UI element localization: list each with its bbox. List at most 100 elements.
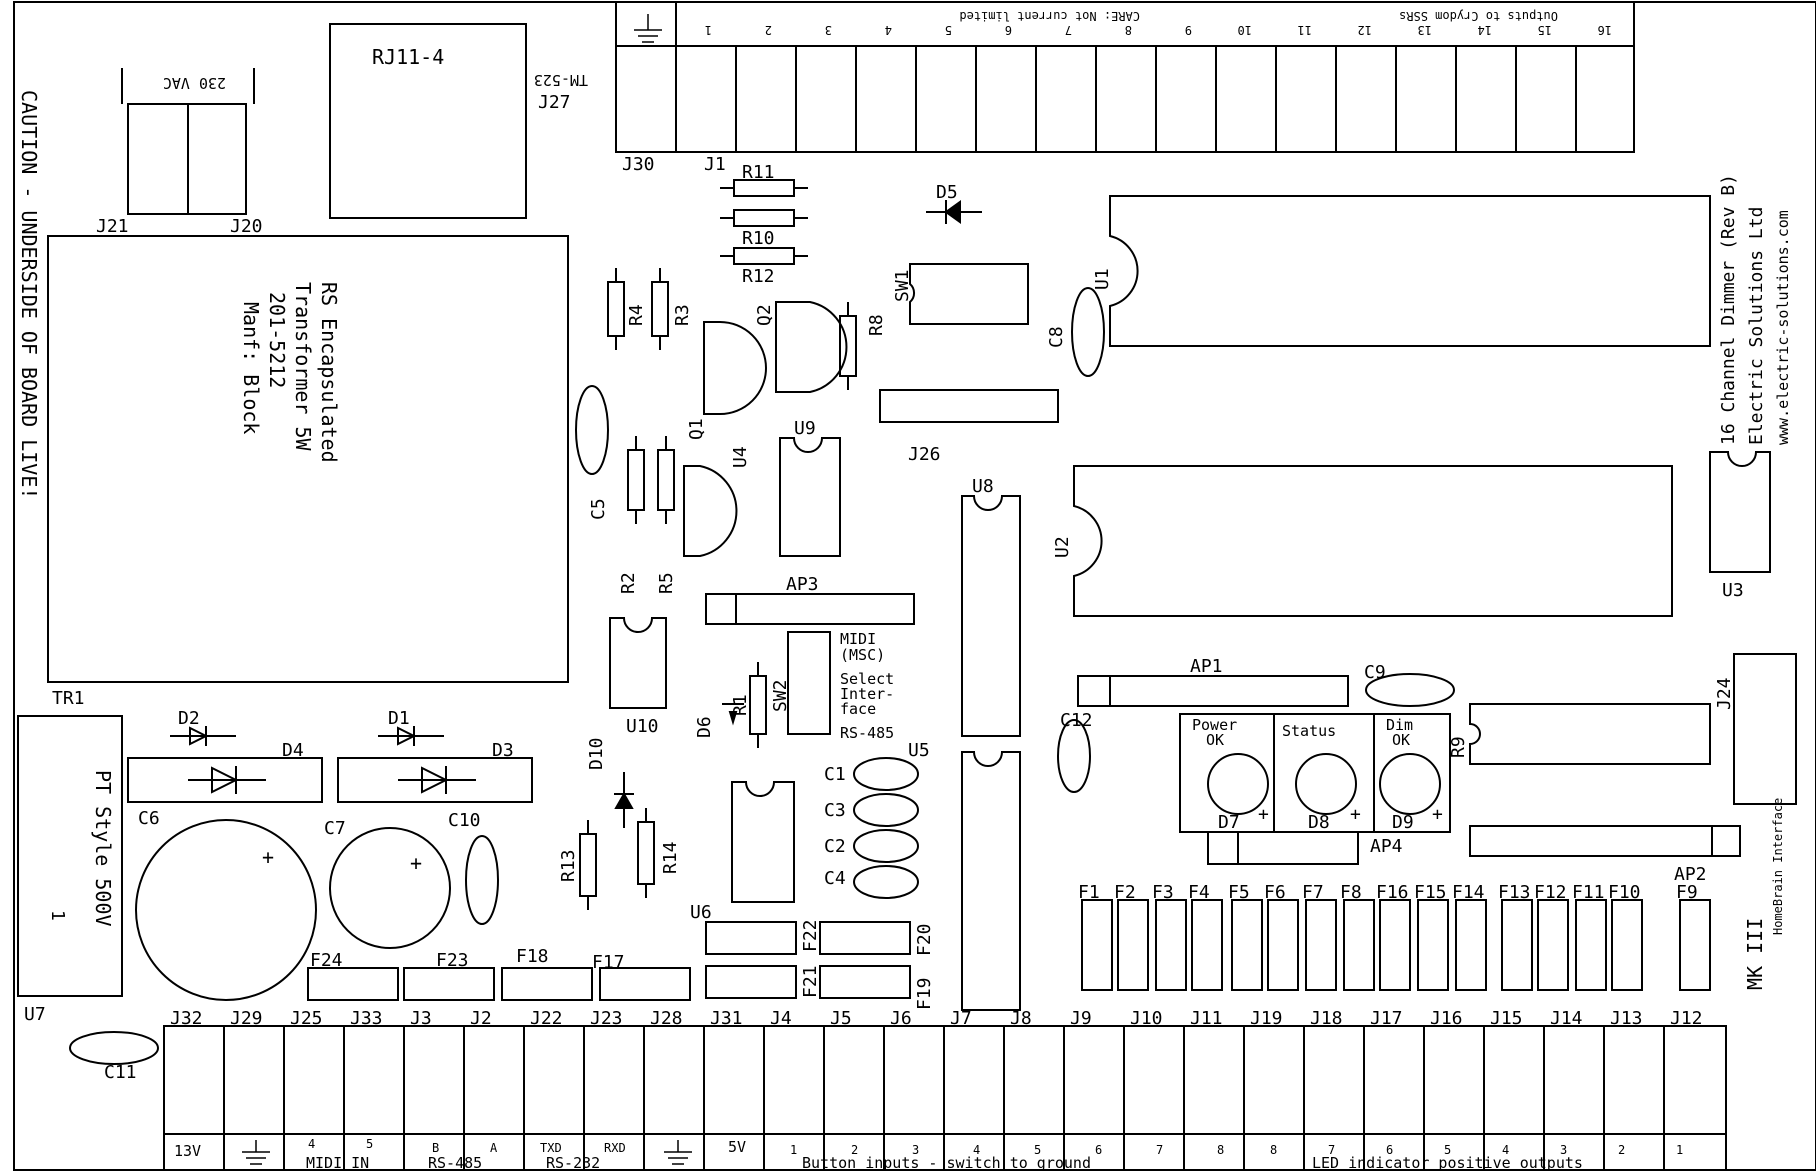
d10-label: D10 [586, 737, 607, 770]
output-number-5: 5 [945, 23, 952, 37]
board-title: 16 Channel Dimmer (Rev B) [1718, 174, 1739, 445]
f24-label: F24 [310, 950, 343, 971]
c10-capacitor [465, 835, 499, 925]
button-pin-4: 4 [973, 1143, 980, 1157]
output-number-2: 2 [765, 23, 772, 37]
rxd-label: RXD [604, 1141, 626, 1155]
u3-ic [1709, 451, 1771, 573]
jack-label-j25: J25 [290, 1008, 323, 1029]
led-pin-3: 3 [1560, 1143, 1567, 1157]
u1-ic [1109, 195, 1711, 347]
transformer-line2: Transformer 5W [291, 282, 315, 452]
output-number-6: 6 [1005, 23, 1012, 37]
led-outputs-label: LED indicator positive outputs [1312, 1154, 1583, 1172]
ap4-array [1207, 831, 1359, 865]
v5-label: 5V [728, 1138, 746, 1156]
c2-label: C2 [824, 836, 846, 857]
rs485-bottom-label: RS-485 [428, 1154, 482, 1172]
jack-label-j33: J33 [350, 1008, 383, 1029]
c8-capacitor [1071, 287, 1105, 377]
c4-label: C4 [824, 868, 846, 889]
mk-label: MK III [1743, 918, 1767, 990]
u10-ic [609, 617, 667, 709]
q2-label: Q2 [754, 304, 775, 326]
led-pin-2: 2 [1618, 1143, 1625, 1157]
q1-label: Q1 [686, 418, 707, 440]
j1-label: J1 [704, 154, 726, 175]
f10-label: F10 [1608, 882, 1641, 903]
rs485-select-label: RS-485 [840, 724, 894, 742]
jack-label-j8: J8 [1010, 1008, 1032, 1029]
f10-fuse [1611, 899, 1643, 991]
output-number-12: 12 [1358, 23, 1372, 37]
face-label: face [840, 700, 876, 718]
f16-fuse [1379, 899, 1411, 991]
j30-label: J30 [622, 154, 655, 175]
j24-label: J24 [1714, 677, 1735, 710]
button-pin-8: 8 [1217, 1143, 1224, 1157]
d6-label: D6 [694, 716, 715, 738]
u6-label: U6 [690, 902, 712, 923]
f4-label: F4 [1188, 882, 1210, 903]
output-number-13: 13 [1418, 23, 1432, 37]
d9-plus: + [1432, 804, 1443, 825]
f12-label: F12 [1534, 882, 1567, 903]
r2-label: R2 [618, 572, 639, 594]
f5-label: F5 [1228, 882, 1250, 903]
jack-label-j4: J4 [770, 1008, 792, 1029]
output-number-7: 7 [1065, 23, 1072, 37]
midi-pin5: 5 [366, 1137, 373, 1151]
f21-label: F21 [800, 965, 821, 998]
led-pin-8: 8 [1270, 1143, 1277, 1157]
ap3-label: AP3 [786, 574, 819, 595]
midi-in-label: MIDI IN [306, 1154, 369, 1172]
c12-capacitor [1057, 719, 1091, 793]
j26-header [879, 389, 1059, 423]
power-label: Power [1192, 716, 1237, 734]
r3-label: R3 [672, 304, 693, 326]
r12-label: R12 [742, 266, 775, 287]
jack-label-j11: J11 [1190, 1008, 1223, 1029]
sw2-switch [787, 631, 831, 735]
c9-label: C9 [1364, 662, 1386, 683]
f3-label: F3 [1152, 882, 1174, 903]
u4-regulator [683, 465, 738, 557]
d7-label: D7 [1218, 812, 1240, 833]
d3-label: D3 [492, 740, 514, 761]
f20-fuse [819, 921, 911, 955]
rs232-label: RS-232 [546, 1154, 600, 1172]
company-url: www.electric-solutions.com [1774, 210, 1792, 445]
f24-fuse [307, 967, 399, 1001]
care-note: CARE: Not current limited [959, 9, 1140, 23]
f1-label: F1 [1078, 882, 1100, 903]
rj11-connector [329, 23, 527, 219]
output-number-16: 16 [1598, 23, 1612, 37]
jack-label-j14: J14 [1550, 1008, 1583, 1029]
r9-network [1469, 703, 1711, 765]
output-number-15: 15 [1538, 23, 1552, 37]
rj11-label: RJ11-4 [372, 45, 444, 69]
jack-label-j12: J12 [1670, 1008, 1703, 1029]
jack-label-j9: J9 [1070, 1008, 1092, 1029]
ap2-label: AP2 [1674, 864, 1707, 885]
c6-plus: + [262, 845, 274, 869]
button-inputs-label: Button inputs - switch to ground [802, 1154, 1091, 1172]
tm523-label: TM-523 [534, 71, 588, 89]
d8-plus: + [1350, 804, 1361, 825]
jack-label-j6: J6 [890, 1008, 912, 1029]
c7-label: C7 [324, 818, 346, 839]
txd-label: TXD [540, 1141, 562, 1155]
status-label: Status [1282, 722, 1336, 740]
f22-label: F22 [800, 919, 821, 952]
msc-label: (MSC) [840, 646, 885, 664]
pt-one-label: 1 [47, 910, 68, 921]
jack-label-j10: J10 [1130, 1008, 1163, 1029]
led-pin-6: 6 [1386, 1143, 1393, 1157]
jack-label-j17: J17 [1370, 1008, 1403, 1029]
jack-label-j19: J19 [1250, 1008, 1283, 1029]
d7-plus: + [1258, 804, 1269, 825]
transformer-outline [47, 235, 569, 683]
transformer-line3: 201-5212 [265, 292, 289, 388]
f8-fuse [1343, 899, 1375, 991]
